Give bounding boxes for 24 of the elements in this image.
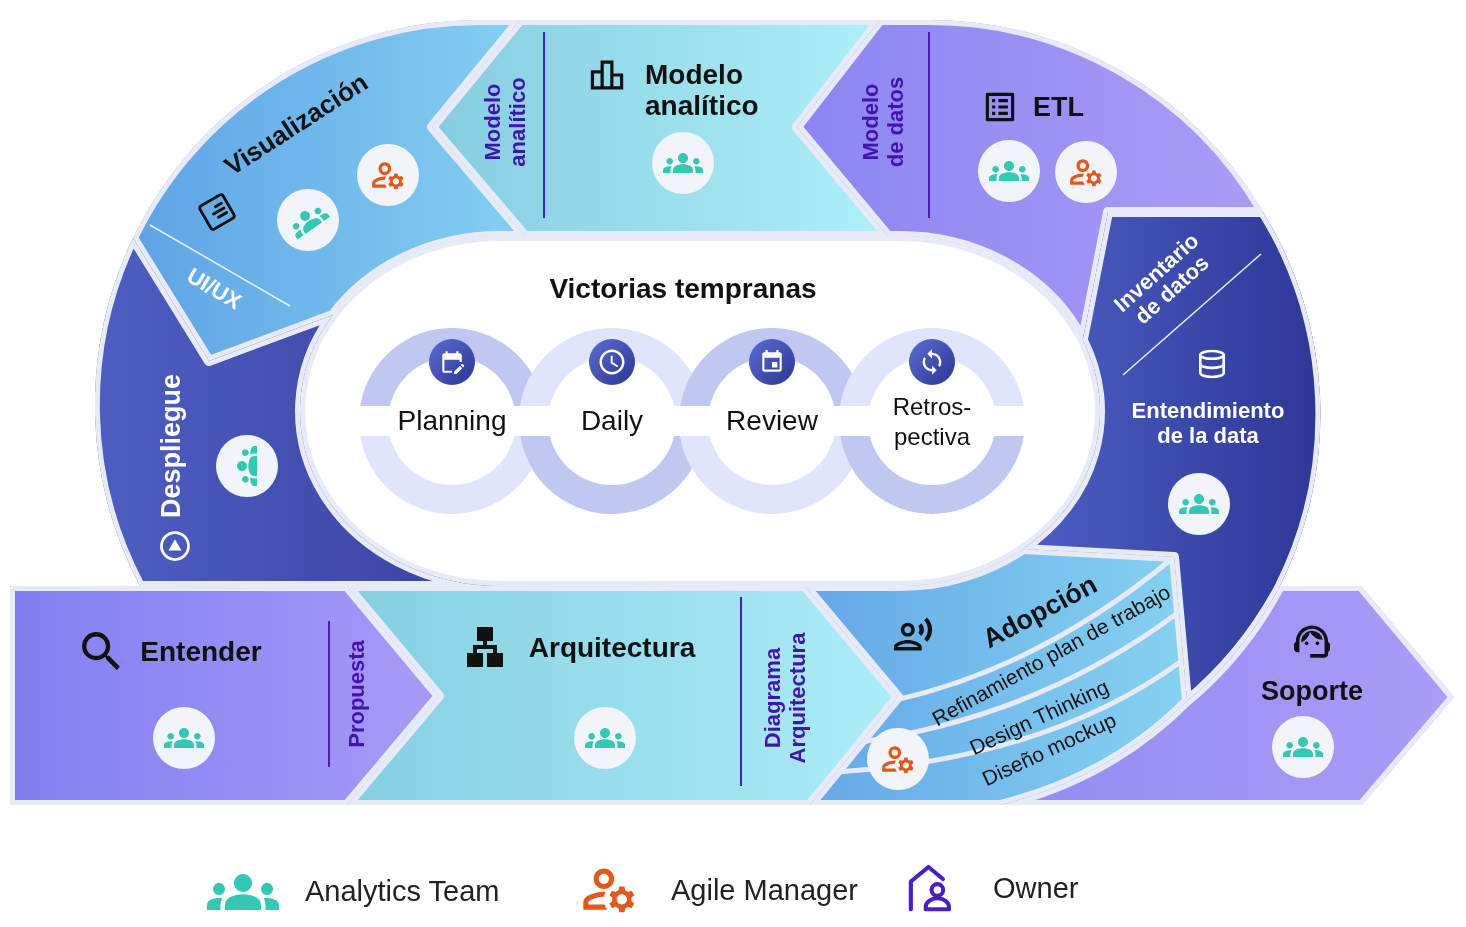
ring-label: Planning <box>397 405 507 437</box>
ring-shape <box>519 328 693 514</box>
ring-shape <box>359 328 533 514</box>
deliverable-label: Propuesta <box>344 640 370 748</box>
stage-title: Entendimiento de la data <box>1130 399 1286 449</box>
ring-label: Retros- pectiva <box>892 392 972 452</box>
ring-label: Review <box>726 405 818 437</box>
ring-shape <box>679 328 853 514</box>
stage-title: Despliegue <box>155 374 187 518</box>
legend-label: Analytics Team <box>305 875 500 909</box>
section-title: Victorias tempranas <box>549 273 817 305</box>
stage-title: Entender <box>140 636 262 668</box>
deliverable-label: Diagrama Arquitectura <box>761 632 811 764</box>
stage-title: Soporte <box>1261 675 1363 707</box>
stage-title: ETL <box>1033 91 1084 123</box>
legend-label: Agile Manager <box>671 874 858 908</box>
ring-shape <box>839 328 1025 514</box>
stage-title: Modelo analítico <box>645 58 759 122</box>
stage-title: Arquitectura <box>528 632 696 664</box>
deliverable-label: Modelo de datos <box>859 75 909 170</box>
ring-label: Daily <box>580 405 644 437</box>
chevron-segment <box>347 586 898 805</box>
legend-label: Owner <box>993 872 1079 906</box>
deliverable-label: Modelo analítico <box>481 77 531 167</box>
